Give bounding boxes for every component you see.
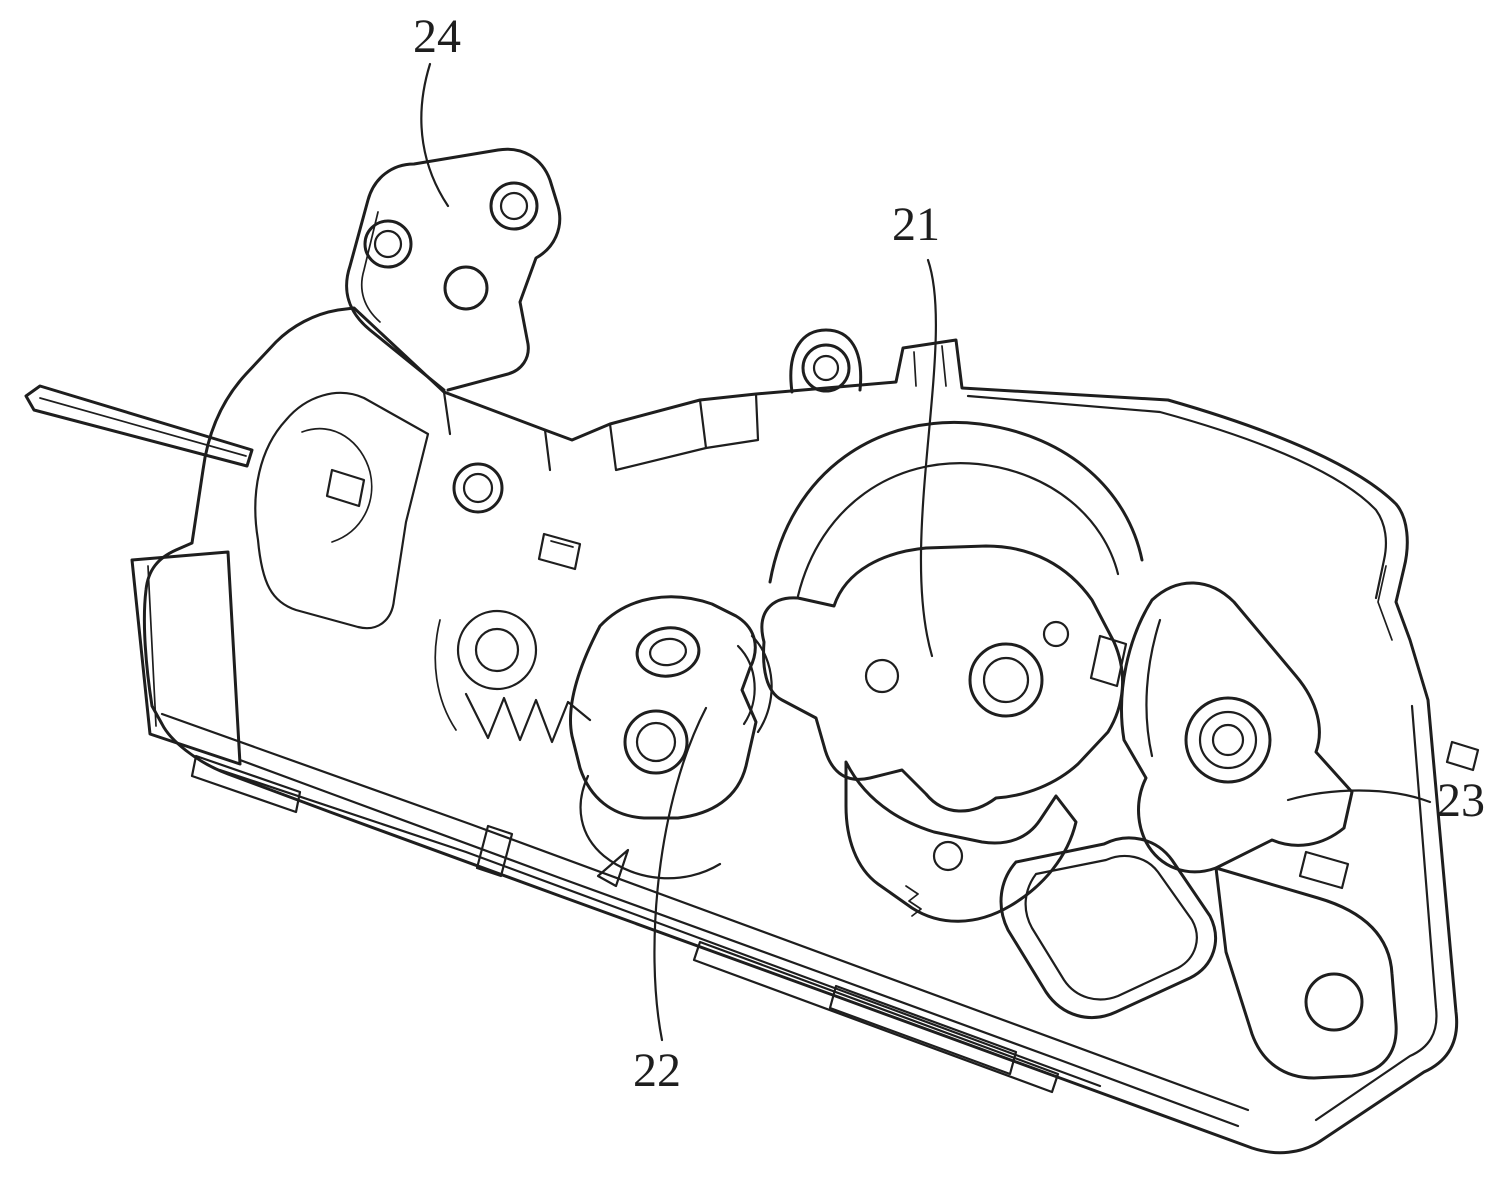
top-panel-seam-1 [442, 390, 452, 436]
leader-line-23 [1286, 789, 1432, 804]
tab-line-2 [941, 345, 947, 387]
leader-line-24 [420, 62, 450, 208]
mounting-bracket [345, 147, 562, 392]
lever-pivot-mid [1198, 710, 1258, 770]
cam-housing-arc-outer [768, 421, 1144, 584]
ear-arch [789, 328, 863, 394]
slot-b-inner [550, 540, 574, 548]
slot-b [537, 532, 582, 571]
right-step-line [1377, 565, 1393, 641]
striker-rod-inner-line [39, 397, 247, 457]
lever-arm-outline [1214, 866, 1398, 1080]
bracket-hole-1-inner [373, 229, 403, 259]
ref-label-21: 21 [892, 198, 940, 251]
pawl-slot-outer [635, 626, 701, 678]
base-plate-edge-1 [160, 712, 1250, 1112]
ear-ring-inner [812, 354, 840, 382]
lever-outline [1120, 581, 1354, 874]
top-ear [789, 328, 863, 394]
lever-clip [1298, 850, 1350, 890]
lever-pivot-outer [1184, 696, 1272, 784]
lower-opening-inner [1024, 854, 1198, 1001]
bottom-tab [475, 824, 514, 878]
housing-inner-bottom-edge [238, 758, 1240, 1128]
pawl-pivot-outer [623, 709, 689, 775]
top-panel [608, 398, 708, 472]
lever-inner-line [1145, 618, 1162, 758]
pawl-pivot-inner [635, 721, 677, 763]
catch-pivot-outer [968, 642, 1044, 718]
pawl-guide-arc-2 [736, 644, 756, 726]
bracket-outline [345, 147, 562, 392]
catch-slot [1089, 634, 1128, 688]
housing-left-opening-curve [301, 427, 373, 543]
claw-teeth [905, 885, 922, 917]
housing-left-opening [254, 391, 430, 630]
spring-housing-line [434, 619, 457, 731]
ref-label-24: 24 [413, 10, 461, 63]
pawl-slot-inner [648, 637, 688, 667]
top-panel-2 [704, 392, 760, 450]
reference-labels: 21 22 23 24 [413, 10, 1485, 1097]
catch-plate-outline [760, 544, 1125, 813]
leader-line-22 [653, 706, 708, 1042]
catch-plate [760, 544, 1128, 813]
pawl [568, 595, 773, 880]
housing-inner-right-edge [1314, 704, 1438, 1122]
bracket-hole-3 [443, 265, 489, 311]
outer-lever [1120, 581, 1398, 1080]
ratchet-claw [844, 760, 1078, 923]
claw-outline [844, 760, 1078, 923]
housing-inner-top-edge [966, 394, 1387, 600]
left-block-line [147, 565, 157, 727]
claw-hole [932, 840, 964, 872]
lever-arm-hole [1304, 972, 1364, 1032]
tab-line-1 [913, 351, 917, 387]
spring-coil-outer [456, 609, 538, 691]
catch-hole-small [1042, 620, 1070, 648]
lever-pivot-inner [1211, 723, 1245, 757]
pawl-outline [568, 595, 758, 820]
top-panel-seam-2 [543, 428, 552, 472]
striker-rod [24, 384, 254, 468]
pawl-guide-arc-1 [750, 634, 773, 734]
upper-left-bushing-outer [452, 462, 504, 514]
housing-outer-outline [142, 306, 1459, 1155]
bracket-hole-2-inner [499, 191, 529, 221]
ref-label-22: 22 [633, 1044, 681, 1097]
catch-hole-left [864, 658, 900, 694]
cam-housing-arc-inner [796, 462, 1120, 598]
lower-opening-outer [999, 836, 1217, 1020]
bottom-bracket [828, 984, 1018, 1076]
upper-left-bushing-inner [462, 472, 494, 504]
catch-pivot-inner [982, 656, 1030, 704]
leader-lines [420, 62, 1432, 1042]
right-edge-clip [1445, 740, 1480, 772]
pawl-housing-curve [579, 774, 722, 880]
ref-label-23: 23 [1437, 774, 1485, 827]
spring-coil-inner [474, 627, 520, 673]
slot-a [325, 468, 366, 508]
housing [24, 306, 1480, 1155]
base-plate-edge-2 [218, 768, 1102, 1088]
spring [434, 609, 592, 744]
leader-line-21 [919, 258, 937, 658]
bottom-strip [692, 940, 1060, 1094]
bracket-hole-1-outer [363, 219, 413, 269]
spring-zigzag [464, 692, 592, 744]
left-block [130, 550, 242, 766]
ear-ring-outer [801, 343, 851, 393]
bracket-inner-line [360, 211, 381, 323]
bottom-left-tab [190, 754, 302, 814]
bracket-hole-2-outer [489, 181, 539, 231]
